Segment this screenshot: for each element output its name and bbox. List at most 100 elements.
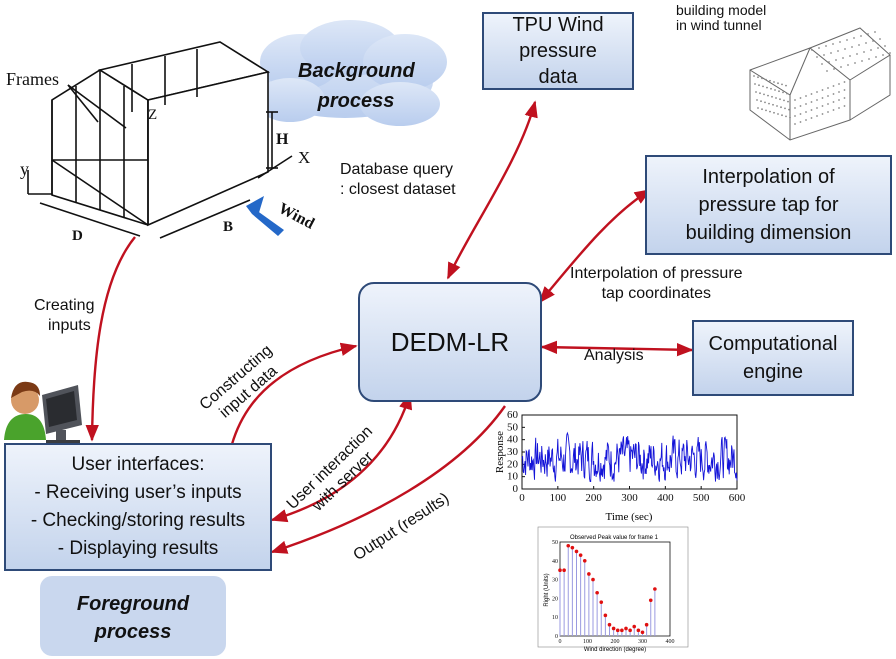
peak-marker [591, 577, 595, 582]
time-series-line [521, 431, 738, 483]
analysis-label: Analysis [584, 347, 644, 364]
arrow-creating-inputs [85, 236, 136, 442]
peak-xtick-label: 200 [611, 639, 620, 645]
ts-xtick-label: 600 [729, 492, 746, 504]
pressure-tap-dot [868, 58, 870, 60]
pressure-tap-dot [843, 97, 846, 99]
pressure-tap-dot [838, 107, 840, 109]
pressure-tap-dot [853, 37, 855, 39]
pressure-tap-dot [762, 85, 764, 88]
pressure-tap-dot [761, 108, 763, 111]
pressure-tap-dot [775, 97, 777, 99]
pressure-tap-dot [879, 38, 881, 40]
pressure-tap-dot [877, 47, 879, 49]
peak-marker [628, 628, 632, 633]
ts-ylabel: Response [494, 431, 506, 473]
wind-direction-arrow [246, 196, 284, 236]
pressure-tap-dot [759, 92, 761, 95]
peak-marker [570, 545, 575, 550]
pressure-tap-dot [760, 100, 762, 103]
peak-ytick-label: 10 [552, 615, 558, 621]
pressure-tap-dot [785, 84, 787, 87]
pressure-tap-dot [794, 123, 796, 125]
pressure-tap-dot [805, 119, 807, 121]
pressure-tap-dot [781, 83, 783, 86]
pressure-tap-dot [787, 100, 789, 103]
peak-xtick-label: 100 [583, 639, 592, 645]
pressure-tap-dot [799, 97, 802, 99]
pressure-tap-dot [757, 107, 759, 109]
ui-box-line: - Receiving user’s inputs [34, 482, 242, 503]
pressure-tap-dot [780, 106, 782, 109]
pressure-tap-dot [821, 105, 824, 107]
database-query-label: Database query : closest dataset [340, 161, 456, 198]
pressure-tap-dot [838, 83, 840, 85]
ts-xtick-label: 300 [621, 492, 638, 504]
pressure-tap-dot [754, 83, 756, 85]
pressure-tap-dot [776, 105, 778, 107]
pressure-tap-dot [835, 59, 837, 61]
arrow-analysis [540, 340, 694, 357]
x-axis-label: X [298, 148, 311, 167]
ts-xtick-label: 500 [693, 492, 710, 504]
peak-ytick-label: 50 [552, 540, 558, 546]
pressure-tap-dot [830, 52, 832, 54]
ts-ytick-label: 20 [507, 458, 519, 470]
peak-ylabel: Right (Units) [544, 573, 550, 606]
pressure-tap-dot [889, 52, 891, 54]
pressure-tap-dot [761, 77, 763, 80]
depth-label: D [72, 228, 83, 244]
pressure-tap-dot [799, 105, 802, 107]
pressure-tap-dot [849, 55, 851, 57]
arrow-interpolation [538, 188, 652, 304]
pressure-tap-dot [758, 84, 760, 87]
pressure-tap-dot [854, 62, 856, 64]
pressure-tap-dot [816, 99, 818, 101]
peak-marker [558, 568, 562, 572]
computational-engine-box: Computational engine [692, 320, 854, 396]
peak-xtick-label: 400 [666, 639, 675, 645]
pressure-tap-dot [778, 90, 780, 93]
pressure-tap-dot [872, 40, 874, 42]
pressure-tap-dot [757, 76, 759, 79]
pressure-tap-dot [839, 41, 841, 43]
pressure-tap-dot [870, 49, 872, 51]
pressure-tap-dot [816, 91, 818, 93]
peak-marker [611, 626, 616, 631]
pressure-tap-dot [811, 49, 813, 51]
arrow-database-query [446, 100, 538, 280]
pressure-tap-dot [846, 39, 848, 41]
interpolation-box: Interpolation of pressure tap for buildi… [645, 155, 892, 255]
pressure-tap-dot [818, 47, 820, 49]
height-label: H [276, 131, 289, 148]
pressure-tap-dot [799, 121, 802, 123]
pressure-tap-dot [832, 43, 834, 45]
pressure-tap-dot [840, 66, 842, 68]
pressure-tap-dot [847, 64, 849, 66]
tpu-wind-pressure-box: TPU Wind pressure data [482, 12, 634, 90]
ts-xlabel: Time (sec) [606, 511, 653, 523]
ts-xtick-label: 200 [585, 492, 602, 504]
ts-ytick-label: 30 [507, 446, 519, 458]
building-model-wireframe [749, 27, 891, 141]
pressure-tap-dot [832, 93, 835, 95]
pressure-tap-dot [821, 89, 824, 91]
ts-ytick-label: 40 [507, 434, 519, 446]
pressure-tap-dot [865, 42, 867, 44]
user-computer-icon [4, 381, 82, 445]
dedm-lr-box: DEDM-LR [358, 282, 542, 402]
pressure-tap-dot [816, 107, 818, 109]
ts-ytick-label: 60 [507, 409, 519, 421]
peak-marker [653, 587, 657, 591]
pressure-tap-dot [858, 44, 860, 46]
peak-marker [644, 622, 649, 627]
peak-marker [632, 624, 637, 629]
pressure-tap-dot [770, 87, 772, 90]
peak-marker [599, 600, 604, 604]
pressure-tap-dot [827, 95, 829, 97]
pressure-tap-dot [789, 116, 791, 119]
peak-ytick-label: 40 [552, 559, 558, 565]
pressure-tap-dot [832, 85, 835, 87]
